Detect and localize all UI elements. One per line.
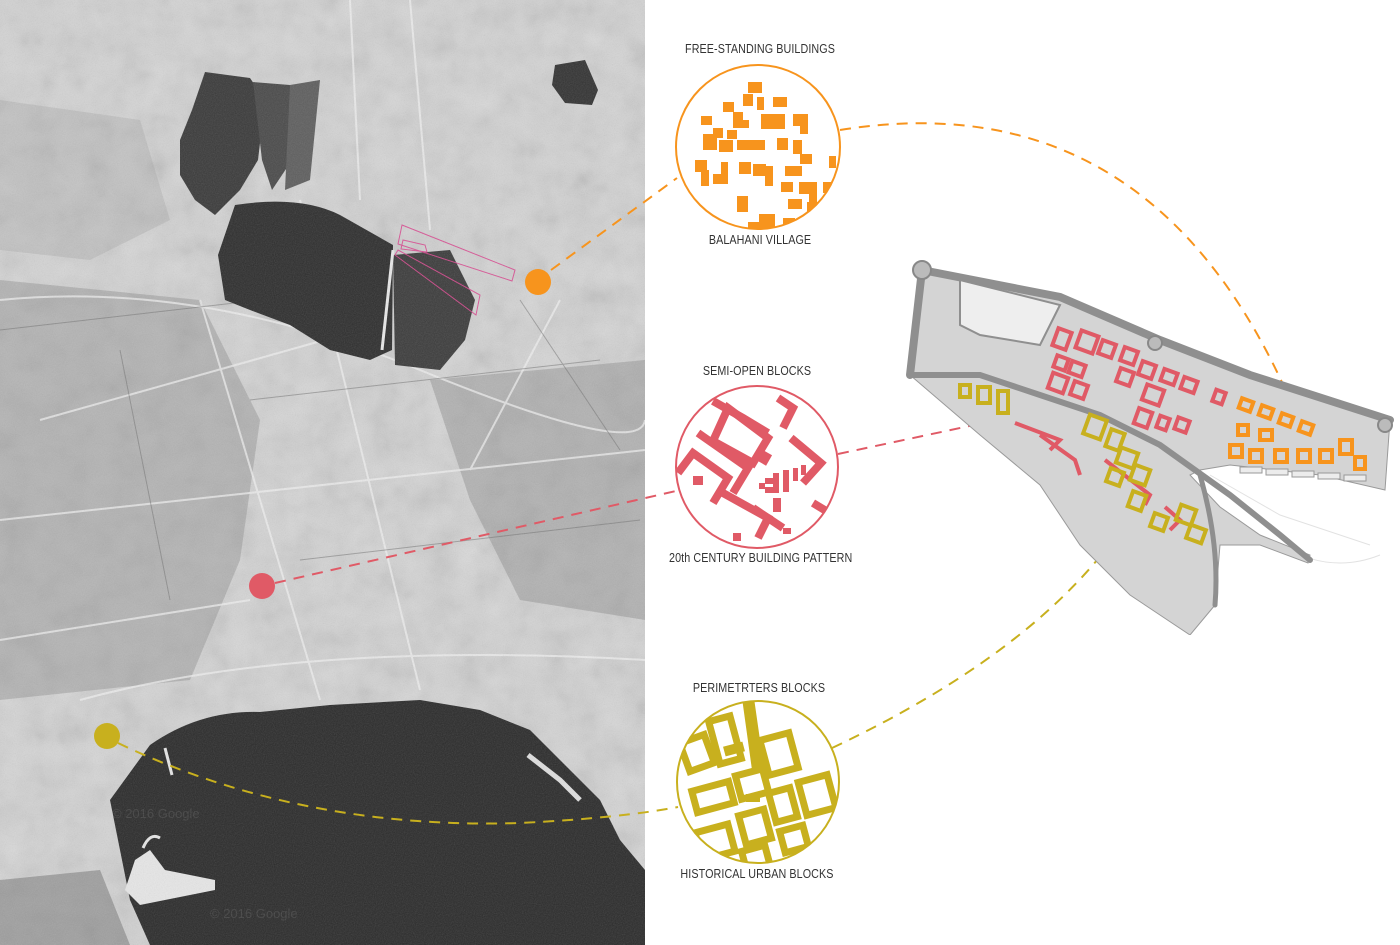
historical-marker[interactable] xyxy=(94,723,120,749)
inset-title-semi-open: SEMI-OPEN BLOCKS xyxy=(702,364,812,378)
perimeter-blocks-inset xyxy=(676,700,840,864)
semi-open-blocks-inset xyxy=(675,385,839,549)
20th-century-marker[interactable] xyxy=(249,573,275,599)
google-watermark: © 2016 Google xyxy=(112,806,200,821)
free-standing-buildings-inset xyxy=(675,64,841,230)
satellite-map: © 2016 Google © 2016 Google xyxy=(0,0,645,945)
master-plan xyxy=(906,260,1394,635)
inset-title-free-standing: FREE-STANDING BUILDINGS xyxy=(685,42,835,56)
balahani-marker[interactable] xyxy=(525,269,551,295)
inset-subtitle-semi-open: 20th CENTURY BUILDING PATTERN xyxy=(669,551,853,565)
satellite-imagery xyxy=(0,0,645,945)
google-watermark: © 2016 Google xyxy=(210,906,298,921)
inset-subtitle-perimeter: HISTORICAL URBAN BLOCKS xyxy=(680,867,834,881)
inset-subtitle-free-standing: BALAHANI VILLAGE xyxy=(708,233,812,247)
inset-title-perimeter: PERIMETRTERS BLOCKS xyxy=(692,681,826,695)
